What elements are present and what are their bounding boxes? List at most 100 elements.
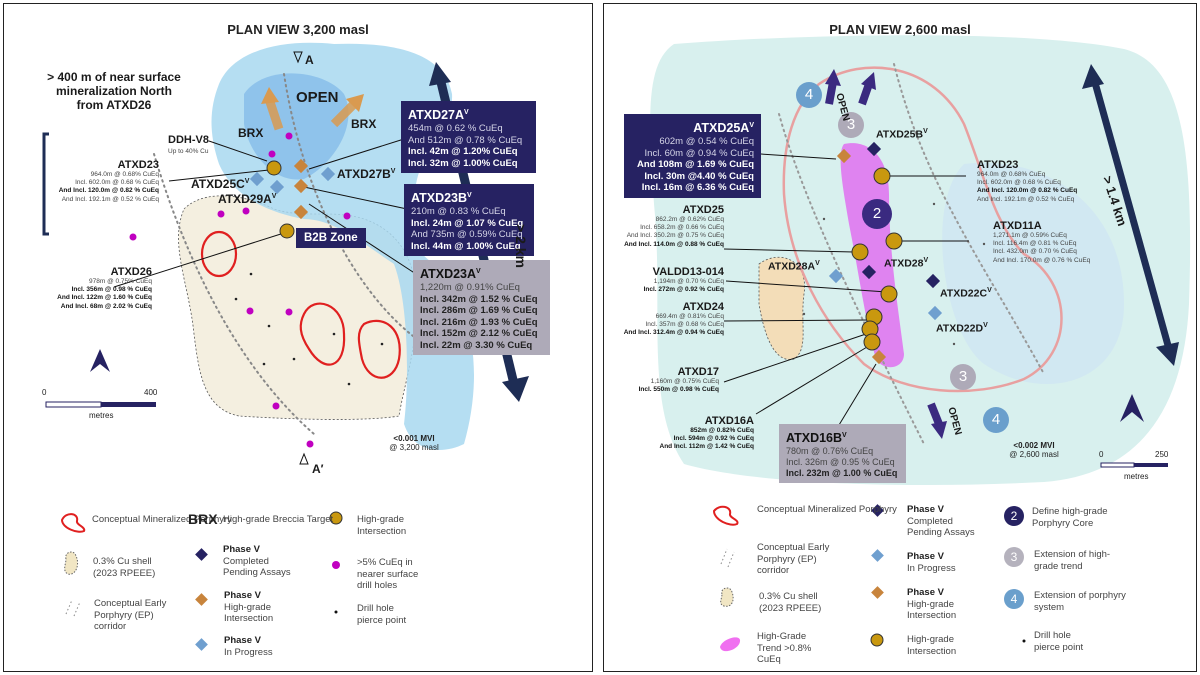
atxd24-annotation: ATXD24 669.4m @ 0.81% CuEq Incl. 357m @ … [609,301,724,338]
atxd23b-box: ATXD23BV 210m @ 0.83 % CuEq Incl. 24m @ … [404,184,534,257]
grade-line: 1,194m @ 0.70 % CuEq [653,278,724,285]
scale-max: 250 [1155,450,1169,459]
scale-unit: metres [1124,472,1149,481]
circle-porphyry-core: 2 [862,199,892,229]
grade-line: Incl. 24m @ 1.07 % CuEq [411,217,524,229]
grade-line: 602m @ 0.54 % CuEq [659,136,754,148]
porphyry-2 [299,302,346,366]
ddh-v8-label: DDH-V8 [168,134,209,146]
panel-title: PLAN VIEW 2,600 masl [829,22,971,37]
atxd11a-annotation: ATXD11A 1,271.1m @ 0.59% CuEq Incl. 116.… [993,220,1090,265]
b2b-zone-label: B2B Zone [296,228,366,248]
magenta-holes [129,132,351,448]
ep-corridor [893,63,1045,375]
grade-line: Incl. 30m @4.40 % CuEq [644,170,754,182]
atxd28-label: ATXD28V [884,257,929,270]
extent-label: > 2 km [513,224,529,268]
open-arrow-up [825,69,841,86]
atxd17-label: ATXD17 [677,366,719,378]
ep-corridor [778,113,925,445]
atxd27a-box: ATXD27AV 454m @ 0.62 % CuEq And 512m @ 0… [401,101,536,174]
atxd16a-annotation: ATXD16A 852m @ 0.82% CuEq Incl. 594m @ 0… [639,415,754,452]
legend-trend-ext-icon: 3 [1004,547,1024,567]
circle-extension-trend: 3 [950,364,976,390]
atxd23-annotation: ATXD23 964.0m @ 0.68% CuEq Incl. 602.0m … [54,159,159,204]
plan-view-2600-panel: PLAN VIEW 2,600 masl 4 3 2 3 4 OPEN OPEN… [603,3,1197,672]
legend-trend: High-Grade Trend >0.8% CuEq [757,631,812,665]
grade-line: Incl. 550m @ 0.98 % CuEq [638,386,719,394]
grade-line: And Incl. 170.0m @ 0.76 % CuEq [993,256,1091,264]
grade-line: Incl. 432.0m @ 0.70 % CuEq [993,248,1077,256]
shell-03-cu [758,256,805,360]
grade-line: And Incl. 122m @ 1.60 % CuEq [57,294,152,302]
porphyry-1 [200,230,238,278]
atxd23-label: ATXD23 [117,159,159,171]
mvi-note: <0.001 MVI@ 3,200 masl [389,434,439,452]
legend-hg: High-grade Intersection [357,514,407,537]
scale-max: 400 [144,388,158,397]
atxd27b-label: ATXD27BV [337,167,396,181]
panel-title: PLAN VIEW 3,200 masl [227,22,369,37]
grade-line: Incl. 116.4m @ 0.81 % CuEq [993,240,1077,248]
legend-core-icon: 2 [1004,506,1024,526]
circle-extension-system: 4 [796,82,822,108]
grade-line: 1,271.1m @ 0.59% CuEq [993,232,1067,239]
grade-line: Incl. 152m @ 2.12 % CuEq [420,328,538,340]
plan-view-3200-panel: PLAN VIEW 3,200 masl A A′ > 400 m of nea… [3,3,593,672]
legend-system: Extension of porphyry system [1034,590,1126,613]
legend-core: Define high-grade Porphyry Core [1032,506,1108,529]
open-arrow-left [261,87,279,104]
grade-line: Incl. 602.0m @ 0.68 % CuEq [977,179,1061,187]
shell-03-cu [178,195,417,420]
valdd13-014-label: VALDD13-014 [652,266,724,278]
grade-line: Incl. 356m @ 0.98 % CuEq [71,286,152,294]
legend-porphyry: Conceptual Mineralized Porphyry [92,514,232,525]
grade-line: And 512m @ 0.78 % CuEq [408,134,523,146]
mvi-note: <0.002 MVI@ 2,600 masl [1009,441,1059,459]
porphyry-3 [357,319,401,379]
grade-line: 780m @ 0.76% CuEq [786,446,874,457]
grade-line: Incl. 286m @ 1.69 % CuEq [420,305,538,317]
scale-min: 0 [42,388,47,397]
north-mineralization-note: > 400 m of near surface mineralization N… [47,70,181,112]
diamonds [828,141,943,365]
grade-line: And Incl. 192.1m @ 0.52 % CuEq [61,195,159,203]
legend-brx: High-grade Breccia Target [223,514,334,525]
grade-line: Incl. 60m @ 0.94 % CuEq [644,147,754,159]
grade-line: 964.0m @ 0.68% CuEq [90,171,159,178]
grade-line: Incl. 216m @ 1.93 % CuEq [420,316,538,328]
grade-line: 978m @ 0.75% CuEq [89,278,152,285]
atxd24-label: ATXD24 [682,301,724,313]
grade-line: And Incl. 114.0m @ 0.88 % CuEq [624,240,724,248]
scale-min: 0 [1099,450,1104,459]
grade-line: And Incl. 68m @ 2.02 % CuEq [60,302,152,310]
scale-bar [101,402,156,407]
legend-pierce: Drill hole pierce point [1034,630,1084,653]
map-2600-graphics [650,35,1191,485]
grade-line: And Incl. 112m @ 1.42 % CuEq [659,443,754,451]
open-label: OPEN [296,89,339,106]
legend-system-icon: 4 [1004,589,1024,609]
atxd25a-box: ATXD25AV 602m @ 0.54 % CuEq Incl. 60m @ … [624,114,761,198]
atxd17-annotation: ATXD17 1,160m @ 0.75% CuEq Incl. 550m @ … [609,366,719,394]
atxd23a-box: ATXD23AV 1,220m @ 0.91% CuEq Incl. 342m … [413,260,550,356]
grade-line: 964.0m @ 0.68% CuEq [977,171,1046,178]
circle-extension-system: 4 [983,407,1009,433]
grade-line: Incl. 594m @ 0.92 % CuEq [673,435,754,443]
valdd13-014-annotation: VALDD13-014 1,194m @ 0.70 % CuEq Incl. 2… [609,266,724,294]
grade-line: 1,160m @ 0.75% CuEq [650,378,719,385]
grade-line: 862.2m @ 0.62% CuEq [655,216,724,223]
grade-line: Incl. 342m @ 1.52 % CuEq [420,293,538,305]
section-a-marker [293,51,303,64]
grade-line: Incl. 42m @ 1.20% CuEq [408,146,518,158]
legend-shell: 0.3% Cu shell (2023 RPEEE) [93,556,156,579]
grade-line: 852m @ 0.82% CuEq [690,427,754,434]
grade-line: And Incl. 120.0m @ 0.82 % CuEq [977,187,1078,195]
section-a-prime-marker [299,452,309,465]
porphyry-outline [782,66,1063,393]
high-grade-trend [840,143,904,368]
